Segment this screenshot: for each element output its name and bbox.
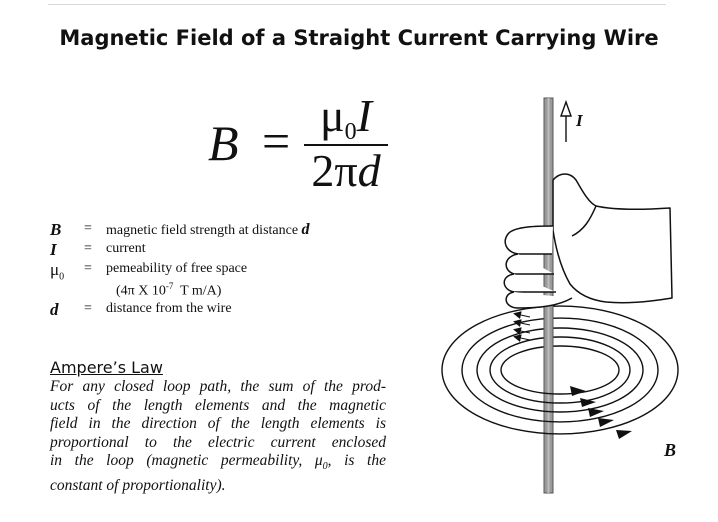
- definition-symbol: d: [50, 300, 59, 319]
- definition-symbol: μ0: [50, 260, 80, 282]
- back-arrows: [513, 311, 531, 342]
- definition-equals: =: [84, 301, 92, 316]
- variable-definitions: B = magnetic field strength at distance …: [50, 220, 370, 320]
- formula-current: I: [356, 90, 372, 141]
- definition-emph: d: [301, 221, 310, 238]
- current-arrow: [560, 99, 572, 142]
- definition-row: d = distance from the wire: [50, 300, 370, 320]
- ampere-line: in the loop (magnetic permeability, μ0, …: [50, 452, 386, 477]
- formula-denominator: 2πd: [304, 146, 388, 196]
- field-formula: B = μ0I 2πd: [208, 92, 408, 196]
- ampere-text: For any closed loop path, the sum of the…: [50, 378, 386, 496]
- front-arrowheads: [570, 386, 632, 439]
- ampere-line: constant of proportionality).: [50, 477, 226, 495]
- permeability-value-row: (4π X 10-7 T m/A): [50, 280, 370, 300]
- ampere-line: ucts of the length elements and the magn…: [50, 396, 386, 414]
- ampere-mu-sub: 0: [322, 461, 328, 473]
- right-hand: [503, 173, 673, 309]
- perm-exp: -7: [165, 281, 174, 291]
- formula-fraction: μ0I 2πd: [304, 92, 388, 196]
- perm-post: T m/A): [173, 283, 222, 299]
- definition-equals: =: [84, 261, 92, 276]
- formula-two-pi: 2π: [311, 145, 358, 196]
- definition-row: I = current: [50, 240, 370, 260]
- definition-row: B = magnetic field strength at distance …: [50, 220, 370, 240]
- right-hand-rule-figure: I B: [441, 97, 679, 494]
- ampere-line: For any closed loop path, the sum of the…: [50, 378, 386, 395]
- definition-text: distance from the wire: [106, 301, 232, 316]
- ampere-line: proportional to the electric current enc…: [50, 433, 386, 451]
- definition-equals: =: [84, 241, 92, 256]
- fraction-bar: [304, 144, 388, 146]
- perm-pre: (4π X 10: [116, 283, 166, 299]
- definition-text: magnetic field strength at distance d: [106, 221, 310, 239]
- definition-text: pemeability of free space: [106, 261, 248, 276]
- field-loops-back: [441, 305, 679, 371]
- top-rule: [48, 4, 666, 5]
- permeability-value: (4π X 10-7 T m/A): [116, 281, 221, 300]
- definition-symbol: I: [50, 240, 57, 259]
- current-label: I: [575, 111, 584, 130]
- definition-text: current: [106, 241, 146, 256]
- formula-mu: μ: [320, 90, 345, 141]
- formula-mu-sub: 0: [344, 119, 357, 145]
- field-label: B: [663, 440, 676, 460]
- mu-subscript: 0: [59, 271, 65, 283]
- ampere-line-5: in the loop (magnetic permeability, μ: [50, 452, 323, 470]
- formula-lhs: B: [208, 115, 239, 171]
- ampere-heading: Ampere’s Law: [50, 358, 163, 377]
- formula-equals: =: [262, 113, 291, 169]
- ampere-line: field in the direction of the length ele…: [50, 415, 386, 433]
- definition-text-main: magnetic field strength at distance: [106, 223, 299, 238]
- page-title: Magnetic Field of a Straight Current Car…: [59, 26, 659, 50]
- definition-row: μ0 = pemeability of free space: [50, 260, 370, 282]
- field-loops-front: [441, 369, 679, 435]
- formula-distance: d: [357, 145, 381, 196]
- definition-equals: =: [84, 221, 92, 236]
- mu-symbol: μ: [50, 260, 60, 279]
- definition-symbol: B: [50, 220, 62, 239]
- ampere-line-5-tail: , is the: [327, 452, 386, 470]
- formula-numerator: μ0I: [304, 90, 388, 146]
